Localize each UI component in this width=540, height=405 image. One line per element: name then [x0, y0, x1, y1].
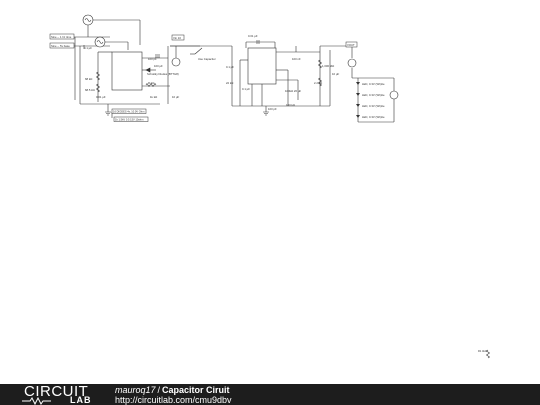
- ground-icon: [263, 111, 269, 116]
- c-right-top-label: 100 pF: [148, 57, 157, 61]
- c-left-label: 0.1 µF: [84, 46, 92, 50]
- note-2: 1k 1.5kV 0.5 15V 10ohm: [115, 118, 143, 122]
- vout-meter[interactable]: [347, 58, 357, 68]
- left-notes: 16 DIODES 4v, 10.0V Ohm 1k 1.5kV 0.5 15V…: [111, 108, 149, 122]
- led-4-label: LED, 0.3V (Wh)ite: [362, 115, 385, 119]
- right-stage-labels: 0.01 µF 0.1 µF 100 nF 1,000 MΩ 0.1 µF 22…: [226, 34, 339, 111]
- led-3-icon: [356, 104, 360, 107]
- r-b4-label: 100kΩ 20 µF: [285, 89, 301, 93]
- r-right2-label: 1,000 MΩ: [322, 64, 334, 68]
- legend-resistor-icon: [485, 349, 491, 359]
- r-left-bot-label: 68.5 kΩ: [85, 88, 95, 92]
- cap-switch-label: Use Capacitor: [198, 57, 216, 61]
- resistor-r-left-bot: [95, 83, 101, 93]
- r-left-top-label: 68 kΩ: [85, 77, 92, 81]
- legend-text: R1 4kΩ: [478, 349, 487, 353]
- led-stage-wires: [351, 47, 395, 123]
- right-stage-wires: [239, 40, 348, 112]
- led-3-label: LED, 0.3V (Wh)ite: [362, 104, 385, 108]
- vout-label: VOUT: [347, 43, 355, 47]
- title-separator: /: [157, 385, 161, 395]
- schematic-canvas: Sine -- 1 hz time Sine -- 5v base 0.1 µF…: [49, 14, 491, 359]
- ground-icon: [105, 111, 111, 116]
- c-mid2-label: 100 nF: [292, 57, 301, 61]
- small-legend: R1 4kΩ: [478, 349, 491, 359]
- r-bot-label: 1k kΩ: [150, 95, 157, 99]
- logo-circuit-text: CIRCUIT: [24, 383, 89, 400]
- left-stage-wires: [60, 19, 200, 118]
- footer-bar: CIRCUIT LAB mauroq17/Capacitor Ciruit ht…: [0, 384, 540, 405]
- led-2-label: LED, 0.3V (Wh)ite: [362, 93, 385, 97]
- c-b7-label: 10 µF: [332, 72, 339, 76]
- middle-source: [171, 57, 181, 67]
- c-b1-label: 0.1 µF: [242, 87, 250, 91]
- r-b6-label: 2.2 kΩ: [314, 81, 322, 85]
- c-mid-label: 100 µF: [154, 64, 163, 68]
- vout-tag: VOUT: [345, 41, 358, 48]
- author-line: mauroq17/Capacitor Ciruit: [115, 385, 230, 395]
- led-1-label: LED, 0.3V (Wh)ite: [362, 82, 385, 86]
- led-1-icon: [356, 82, 360, 85]
- source-tags: Sine -- 1 hz time Sine -- 5v base: [49, 33, 75, 49]
- resistor-r-right2: [317, 59, 323, 69]
- ic-2: [247, 47, 277, 85]
- r-mid-label: R kΩ: [148, 81, 154, 85]
- resistor-r-b6: [317, 77, 323, 87]
- led-2-icon: [356, 93, 360, 96]
- diode-symbol: [145, 67, 151, 73]
- left-stage-parts: [83, 45, 160, 93]
- c-bot-right-label: 10 µF: [172, 95, 179, 99]
- sine-sources: [82, 14, 106, 48]
- ground-symbols: [105, 111, 269, 116]
- logo-lab-text: LAB: [70, 395, 92, 405]
- logo-waveform-icon: [22, 397, 51, 405]
- c-b5-label: 100 pF: [268, 107, 277, 111]
- r-b3-label: 100 kΩ: [286, 103, 295, 107]
- c-top2-label: 0.01 µF: [248, 34, 258, 38]
- led-stage-sources: [347, 58, 399, 100]
- switch-tag: Vin 10 Use Capacitor: [171, 34, 216, 61]
- author-link[interactable]: mauroq17: [115, 385, 156, 395]
- switch-label: Vin 10: [173, 36, 181, 40]
- diode-label: Schottky Diodes (BTTH8): [147, 72, 179, 76]
- source-1-label: Sine -- 1 hz time: [51, 35, 72, 39]
- middle-voltage-source[interactable]: [171, 57, 181, 67]
- led-list: LED, 0.3V (Wh)ite LED, 0.3V (Wh)ite LED,…: [356, 82, 385, 119]
- resistor-r-mid: [145, 82, 157, 88]
- circuit-title: Capacitor Ciruit: [162, 385, 230, 395]
- source-2-label: Sine -- 5v base: [51, 44, 70, 48]
- led-source[interactable]: [389, 90, 399, 100]
- circuit-url-link[interactable]: http://circuitlab.com/cmu9dbv: [115, 395, 232, 405]
- middle-stage-wires: [170, 41, 330, 107]
- c-left2-label: 0.1 µF: [226, 65, 234, 69]
- c-left-bot-label: 0.01 µF: [96, 95, 106, 99]
- resistor-r-left-top: [95, 71, 101, 81]
- led-4-icon: [356, 115, 360, 118]
- note-1: 16 DIODES 4v, 10.0V Ohm: [113, 110, 144, 114]
- r-b2-label: 22 kΩ: [226, 81, 233, 85]
- left-stage-labels: 0.1 µF 100 pF 100 µF 68 kΩ 68.5 kΩ 0.01 …: [84, 46, 179, 99]
